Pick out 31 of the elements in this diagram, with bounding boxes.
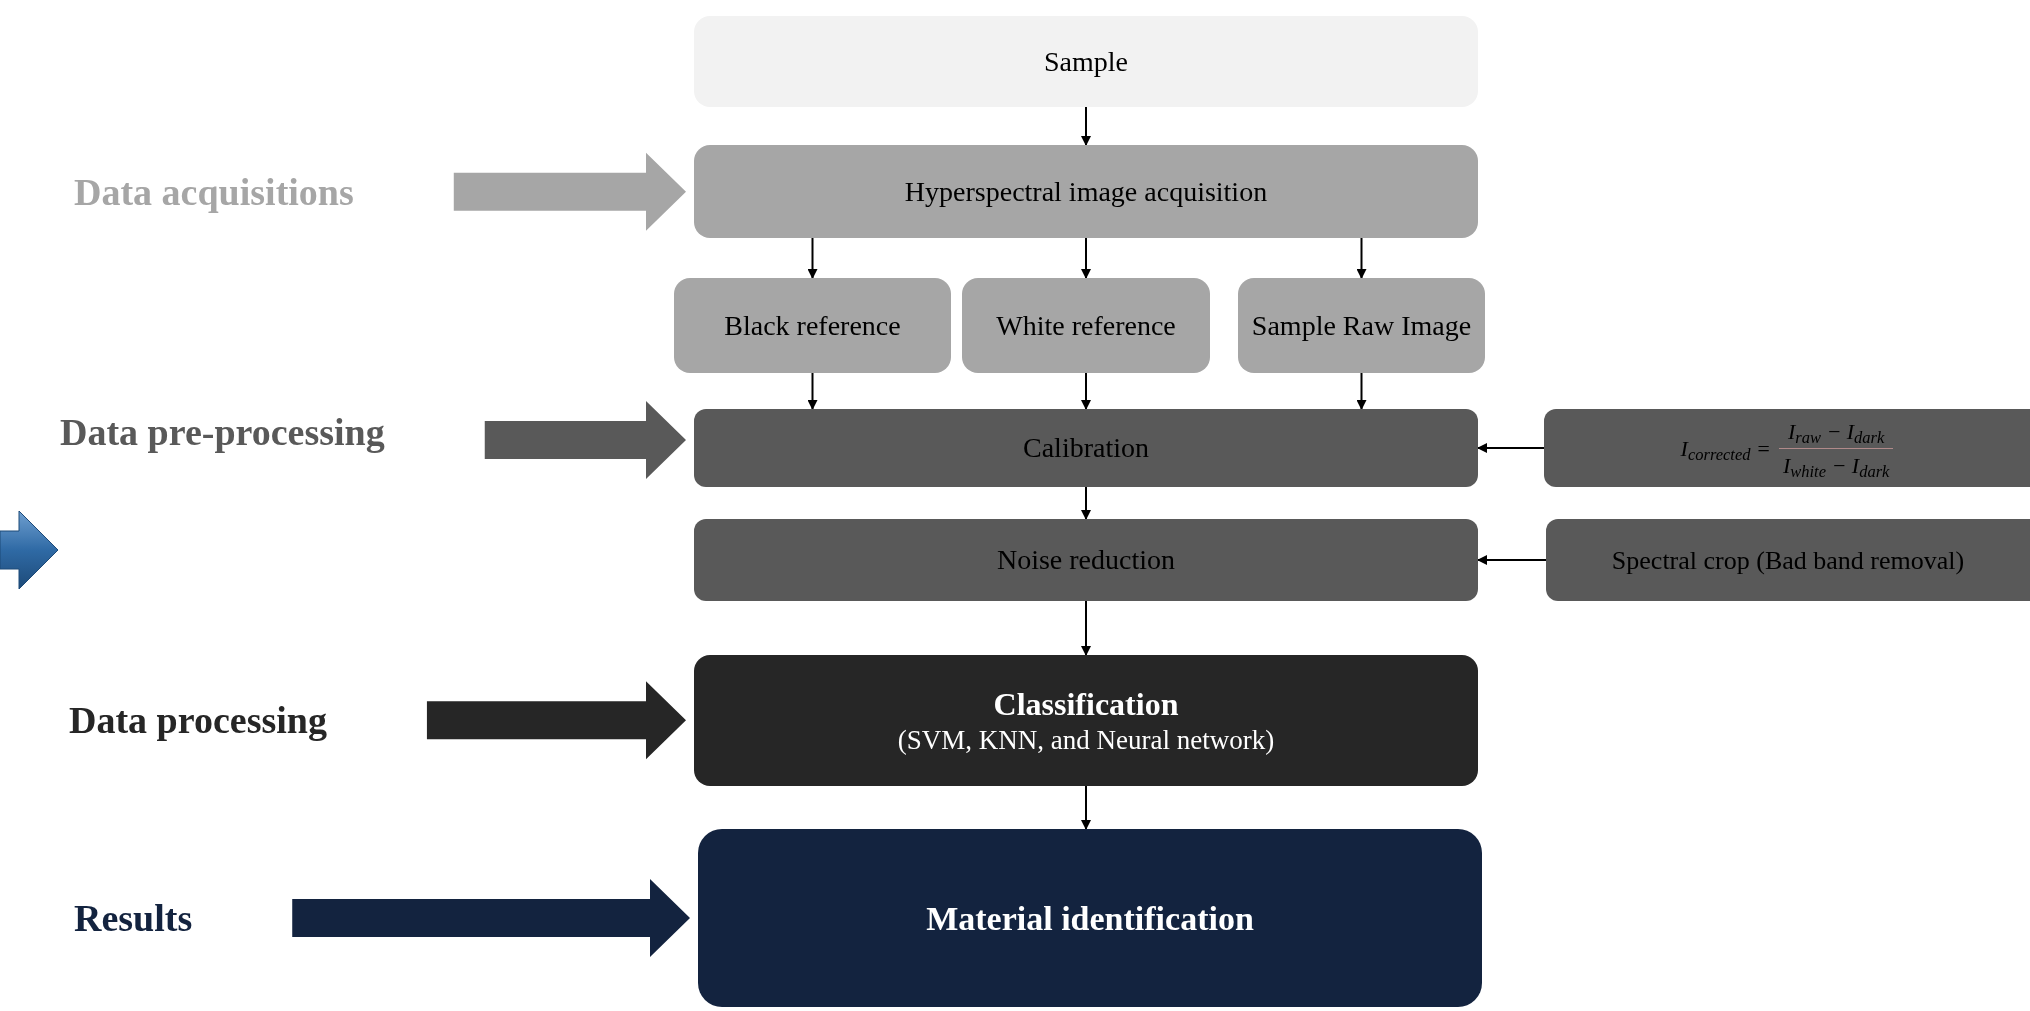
result-box: Material identification [698,829,1482,1007]
arrow [1081,372,1091,410]
process-box: White reference [962,278,1210,373]
block-arrow [426,681,686,760]
arrow [807,237,818,279]
arrow [1081,237,1091,279]
arrow [1356,237,1367,279]
arrow [1081,600,1091,656]
stage-label: Data processing [69,695,327,745]
arrow [1081,486,1091,520]
stage-label: Results [74,893,193,943]
process-box: Hyperspectral image acquisition [694,145,1478,238]
block-arrow [453,152,686,231]
process-box: Sample Raw Image [1238,278,1485,373]
process-box: Sample [694,16,1478,107]
arrow [1477,555,1547,565]
arrow [1356,372,1367,410]
block-arrow [484,401,686,479]
arrow [1081,785,1091,830]
process-box: Spectral crop (Bad band removal) [1546,519,2030,601]
process-box: Noise reduction [694,519,1478,601]
process-box: Black reference [674,278,951,373]
process-box: Classification (SVM, KNN, and Neural network) [694,655,1478,786]
stage-label: Data pre-processing [60,407,385,457]
block-arrow [292,879,690,957]
stage-label: Data acquisitions [74,167,354,217]
arrow [1477,443,1545,453]
process-box: Calibration [694,409,1478,487]
arrow [807,372,818,410]
formula-box: I$_{corrected}$ = I$_{raw}$ − I$_{dark}$ I$_{white}$ − I$_{dark}$ [1544,409,2030,487]
arrow [1081,106,1091,146]
